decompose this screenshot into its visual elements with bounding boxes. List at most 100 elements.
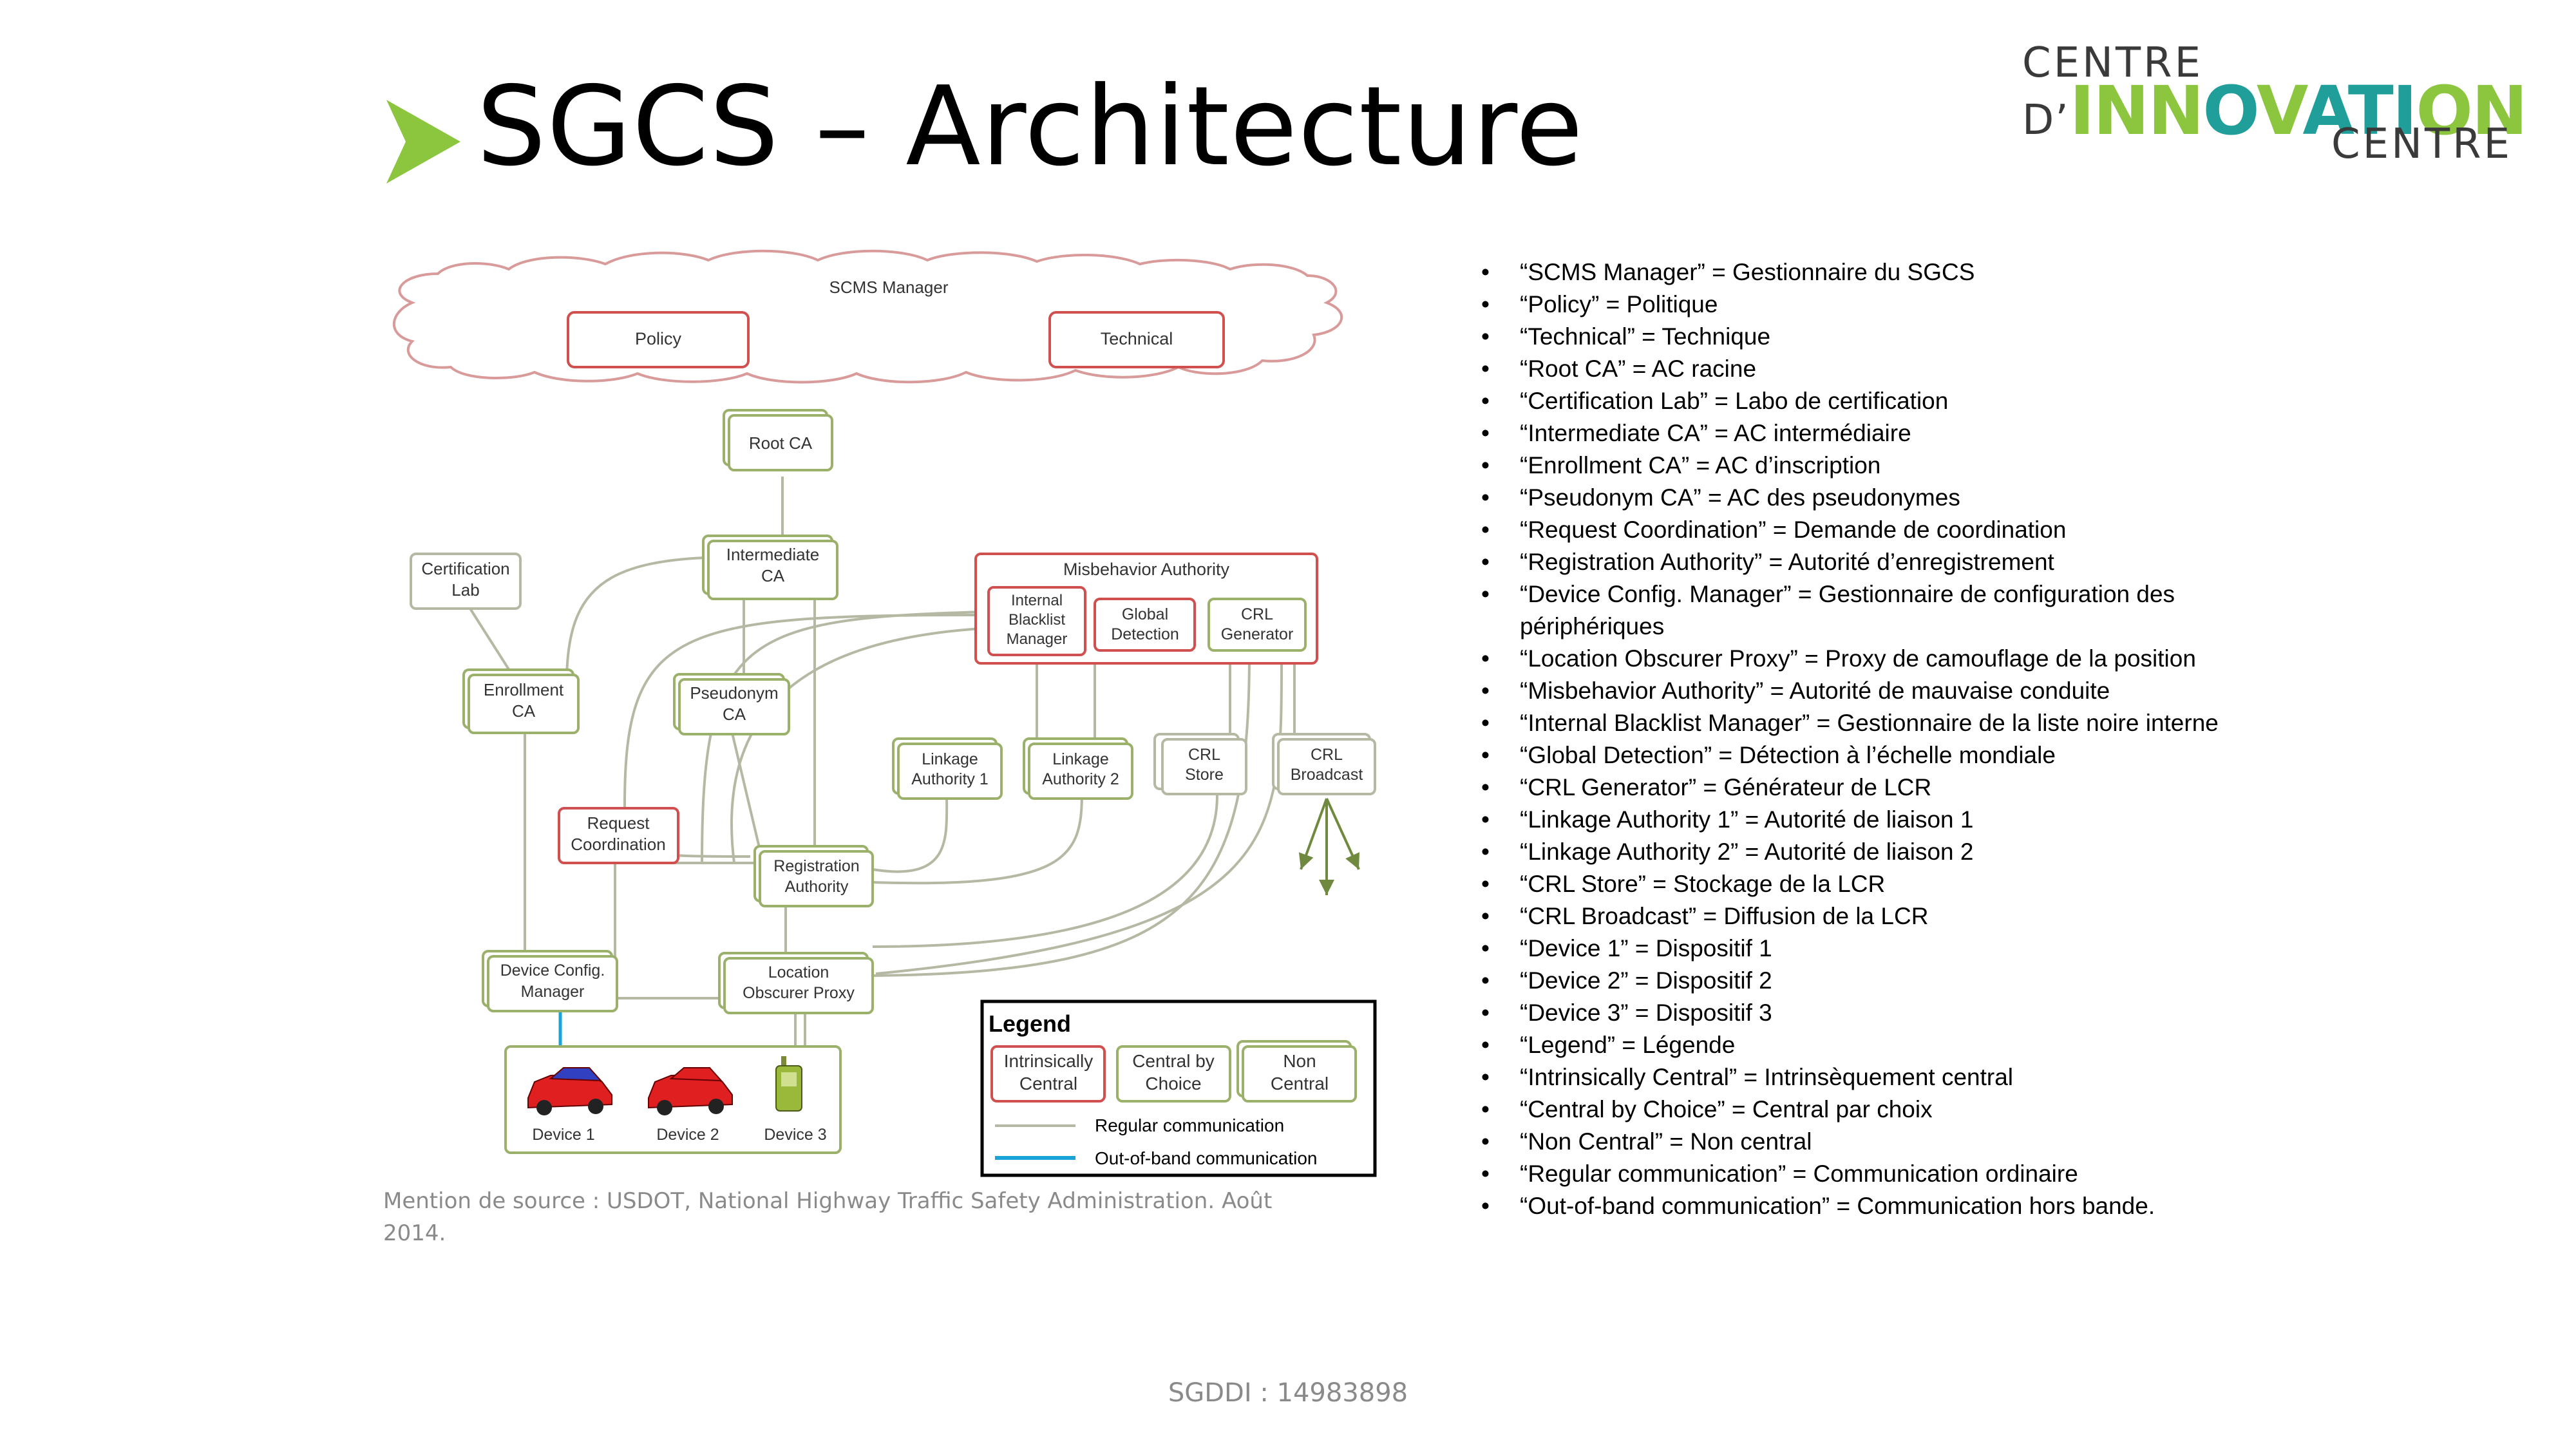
svg-text:Choice: Choice [1145, 1074, 1201, 1094]
organization-logo: CENTRE D’INNOVATION CENTRE [2016, 40, 2537, 169]
intermediate-ca-label-2: CA [761, 566, 785, 585]
glossary-item: “Device 3” = Dispositif 3 [1481, 997, 2286, 1029]
legend-intrinsically-central: Intrinsically Central [990, 1045, 1106, 1103]
svg-text:CA: CA [512, 701, 536, 721]
svg-text:Registration: Registration [773, 857, 859, 875]
misbehavior-authority-label: Misbehavior Authority [1063, 560, 1230, 579]
glossary-item: “Request Coordination” = Demande de coor… [1481, 514, 2286, 546]
devices-group: Device 1 Device 2 Device 3 [504, 1045, 842, 1154]
svg-text:Enrollment: Enrollment [484, 680, 564, 699]
svg-text:Manager: Manager [1007, 630, 1068, 648]
glossary-item: “Misbehavior Authority” = Autorité de ma… [1481, 675, 2286, 707]
glossary-item: “Device Config. Manager” = Gestionnaire … [1481, 578, 2286, 643]
svg-text:Request: Request [587, 813, 650, 833]
device-2-label: Device 2 [656, 1126, 719, 1144]
crl-broadcast-node: CRL Broadcast [1272, 733, 1376, 795]
glossary-item: “Intermediate CA” = AC intermédiaire [1481, 417, 2286, 450]
glossary-item: “Technical” = Technique [1481, 321, 2286, 353]
glossary-item: “CRL Broadcast” = Diffusion de la LCR [1481, 900, 2286, 933]
glossary-item: “SCMS Manager” = Gestionnaire du SGCS [1481, 256, 2286, 289]
linkage-authority-1-node: Linkage Authority 1 [892, 737, 1003, 800]
svg-text:Central by: Central by [1132, 1051, 1215, 1071]
global-detection-node: Global Detection [1094, 598, 1196, 652]
glossary-item: “CRL Store” = Stockage de la LCR [1481, 868, 2286, 900]
svg-text:Authority 2: Authority 2 [1042, 770, 1119, 788]
misbehavior-authority-group: Misbehavior Authority Internal Blacklist… [974, 553, 1318, 665]
svg-text:Store: Store [1185, 766, 1224, 784]
svg-text:Global: Global [1122, 605, 1168, 623]
glossary-list: “SCMS Manager” = Gestionnaire du SGCS “P… [1481, 256, 2286, 1222]
cert-lab-label-2: Lab [451, 580, 479, 600]
technical-label: Technical [1101, 329, 1173, 348]
root-ca-node: Root CA [723, 409, 833, 471]
glossary-item: “Non Central” = Non central [1481, 1126, 2286, 1158]
legend-central-by-choice: Central by Choice [1116, 1045, 1231, 1103]
glossary-item: “Policy” = Politique [1481, 289, 2286, 321]
glossary-item: “Linkage Authority 2” = Autorité de liai… [1481, 836, 2286, 868]
logo-text-top: CENTRE [2022, 39, 2203, 87]
registration-authority-node: Registration Authority [753, 845, 874, 907]
svg-text:Device Config.: Device Config. [500, 961, 605, 980]
legend-title: Legend [989, 1010, 1071, 1037]
legend-regular-label: Regular communication [1095, 1115, 1284, 1135]
svg-text:CA: CA [723, 705, 746, 724]
glossary-item: “Legend” = Légende [1481, 1029, 2286, 1061]
glossary-item: “Device 2” = Dispositif 2 [1481, 965, 2286, 997]
technical-box: Technical [1048, 311, 1225, 368]
device-3-label: Device 3 [764, 1126, 826, 1144]
svg-text:Intrinsically: Intrinsically [1004, 1051, 1093, 1071]
svg-text:Authority: Authority [785, 878, 849, 896]
logo-text-bottom: CENTRE [2331, 120, 2512, 168]
source-citation: Mention de source : USDOT, National High… [383, 1188, 1273, 1246]
svg-text:Location: Location [768, 963, 829, 981]
location-obscurer-proxy-node: Location Obscurer Proxy [718, 952, 874, 1014]
device-config-manager-node: Device Config. Manager [482, 950, 618, 1012]
diagram-legend: Legend Intrinsically Central Central by … [980, 999, 1377, 1177]
document-id-footer: SGDDI : 14983898 [1168, 1378, 1408, 1408]
svg-text:Non: Non [1283, 1051, 1316, 1071]
glossary-item: “Out-of-band communication” = Communicat… [1481, 1190, 2286, 1222]
policy-label: Policy [635, 329, 682, 348]
crl-generator-node: CRL Generator [1208, 598, 1307, 652]
car-icon [648, 1067, 733, 1115]
root-ca-label: Root CA [749, 433, 813, 453]
glossary-item: “Location Obscurer Proxy” = Proxy de cam… [1481, 643, 2286, 675]
svg-text:Central: Central [1019, 1074, 1077, 1094]
svg-text:Generator: Generator [1221, 625, 1294, 643]
glossary-item: “Linkage Authority 1” = Autorité de liai… [1481, 804, 2286, 836]
scms-manager-label: SCMS Manager [829, 278, 949, 297]
svg-text:Coordination: Coordination [571, 835, 665, 854]
svg-text:Pseudonym: Pseudonym [690, 683, 778, 703]
glossary-item: “Regular communication” = Communication … [1481, 1158, 2286, 1190]
svg-text:CRL: CRL [1188, 746, 1220, 764]
logo-text-main: D’INNOVATION [2022, 71, 2528, 150]
glossary-item: “Root CA” = AC racine [1481, 353, 2286, 385]
glossary-item: “Registration Authority” = Autorité d’en… [1481, 546, 2286, 578]
svg-text:Detection: Detection [1111, 625, 1179, 643]
svg-text:Central: Central [1271, 1074, 1329, 1094]
glossary-item: “Certification Lab” = Labo de certificat… [1481, 385, 2286, 417]
glossary-item: “Global Detection” = Détection à l’échel… [1481, 739, 2286, 772]
glossary-item: “Pseudonym CA” = AC des pseudonymes [1481, 482, 2286, 514]
glossary-item: “Device 1” = Dispositif 1 [1481, 933, 2286, 965]
broadcast-arrows [1298, 798, 1360, 895]
svg-text:Linkage: Linkage [1052, 750, 1109, 768]
page-title: SGCS – Architecture [477, 63, 1584, 191]
legend-oob-label: Out-of-band communication [1095, 1148, 1318, 1168]
intermediate-ca-label-1: Intermediate [726, 545, 820, 564]
legend-non-central: Non Central [1236, 1040, 1357, 1103]
internal-blacklist-manager-node: Internal Blacklist Manager [987, 586, 1086, 656]
cert-lab-label-1: Certification [421, 559, 509, 578]
svg-text:Authority 1: Authority 1 [911, 770, 989, 788]
device-1-label: Device 1 [532, 1126, 594, 1144]
svg-text:Manager: Manager [521, 983, 585, 1001]
linkage-authority-2-node: Linkage Authority 2 [1023, 737, 1133, 800]
svg-text:Broadcast: Broadcast [1291, 766, 1363, 784]
crl-store-node: CRL Store [1153, 733, 1247, 795]
svg-text:Internal: Internal [1011, 592, 1063, 609]
glossary-item: “Internal Blacklist Manager” = Gestionna… [1481, 707, 2286, 739]
handheld-device-icon [775, 1056, 802, 1112]
certification-lab-node: Certification Lab [410, 553, 522, 610]
request-coordination-node: Request Coordination [558, 807, 679, 864]
